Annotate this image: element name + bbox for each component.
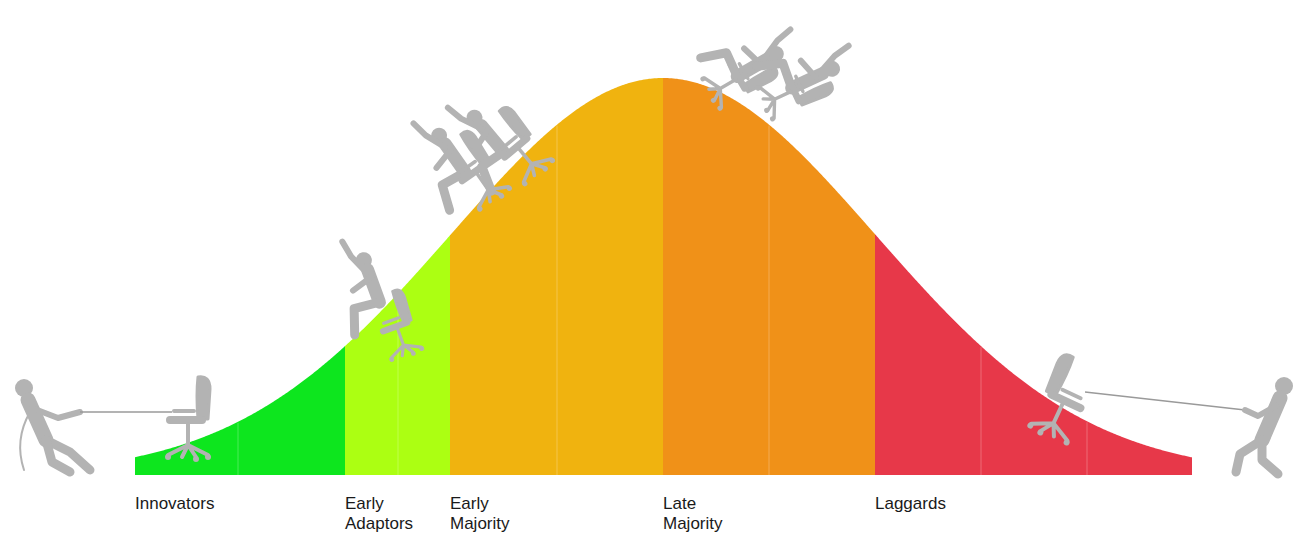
curve-band (135, 346, 345, 475)
office-chair (368, 287, 426, 364)
stage-label: Late Majority (663, 494, 755, 533)
band-divider (398, 294, 399, 475)
office-chair (476, 103, 557, 188)
stage-label: Early Adaptors (345, 494, 437, 533)
person-silhouette (410, 112, 477, 210)
band-divider (238, 423, 239, 475)
band-divider (981, 347, 982, 475)
office-chair (436, 128, 514, 215)
stage-label: Laggards (875, 494, 946, 514)
band-divider (769, 126, 770, 475)
curve-band (345, 235, 450, 475)
rope (1085, 392, 1245, 410)
office-chair (1026, 352, 1104, 449)
rope (80, 411, 172, 413)
pulling-person (1236, 377, 1293, 474)
office-chair (698, 43, 780, 113)
office-chair (753, 57, 835, 123)
person-silhouette (757, 42, 856, 95)
band-divider (557, 126, 558, 475)
band-divider (1087, 422, 1088, 475)
stage-label: Innovators (135, 494, 214, 514)
stage-label: Early Majority (450, 494, 542, 533)
curve-band (875, 234, 1192, 475)
curve-band (663, 78, 875, 475)
pulling-person (15, 379, 90, 472)
person-silhouette (338, 237, 384, 335)
office-chair (165, 377, 211, 462)
